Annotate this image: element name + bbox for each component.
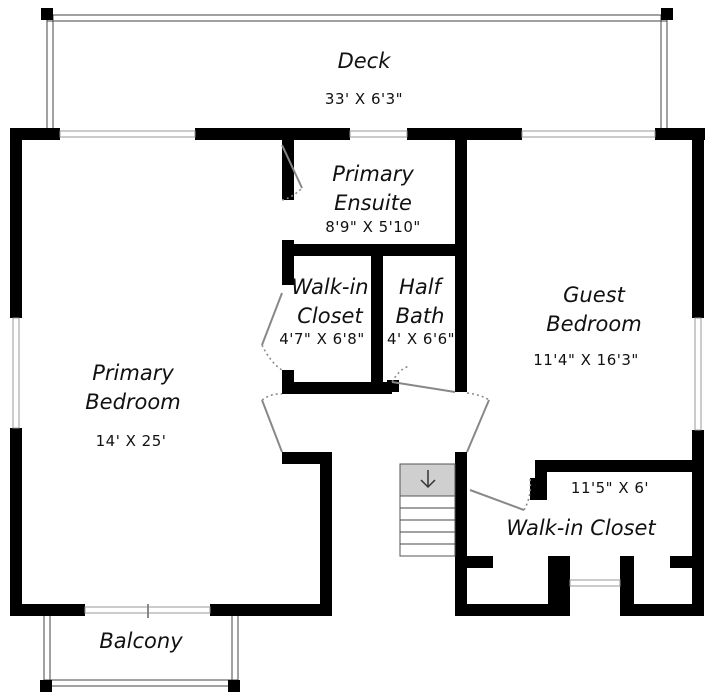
balcony-label: Balcony	[99, 629, 183, 653]
walk-in-closet-label-1: Walk-in	[291, 275, 368, 299]
doors	[147, 144, 532, 618]
guest-bedroom-label-2: Bedroom	[546, 312, 641, 336]
stairs	[399, 463, 456, 557]
walk-in-closet-dims: 4'7" X 6'8"	[279, 330, 365, 348]
walls	[10, 128, 705, 616]
half-bath-dims: 4' X 6'6"	[387, 330, 455, 348]
deck-dims: 33' X 6'3"	[325, 90, 403, 108]
primary-ensuite-label-1: Primary	[332, 162, 414, 186]
primary-ensuite-dims: 8'9" X 5'10"	[325, 218, 421, 236]
guest-bedroom-label-1: Guest	[563, 283, 625, 307]
primary-bedroom-dims: 14' X 25'	[96, 432, 167, 450]
down-arrow-icon	[420, 470, 436, 489]
walk-in-closet-label-2: Closet	[297, 304, 363, 328]
deck-label: Deck	[338, 49, 392, 73]
primary-bedroom-label-1: Primary	[92, 361, 174, 385]
deck-area	[41, 8, 673, 134]
primary-ensuite-label-2: Ensuite	[334, 191, 412, 215]
balcony-area	[40, 616, 240, 692]
half-bath-label-1: Half	[399, 275, 444, 299]
half-bath-label-2: Bath	[396, 304, 445, 328]
primary-bedroom-label-2: Bedroom	[85, 390, 180, 414]
guest-closet-dims: 11'5" X 6'	[571, 479, 649, 497]
guest-bedroom-dims: 11'4" X 16'3"	[533, 351, 639, 369]
guest-closet-label: Walk-in Closet	[506, 516, 656, 540]
